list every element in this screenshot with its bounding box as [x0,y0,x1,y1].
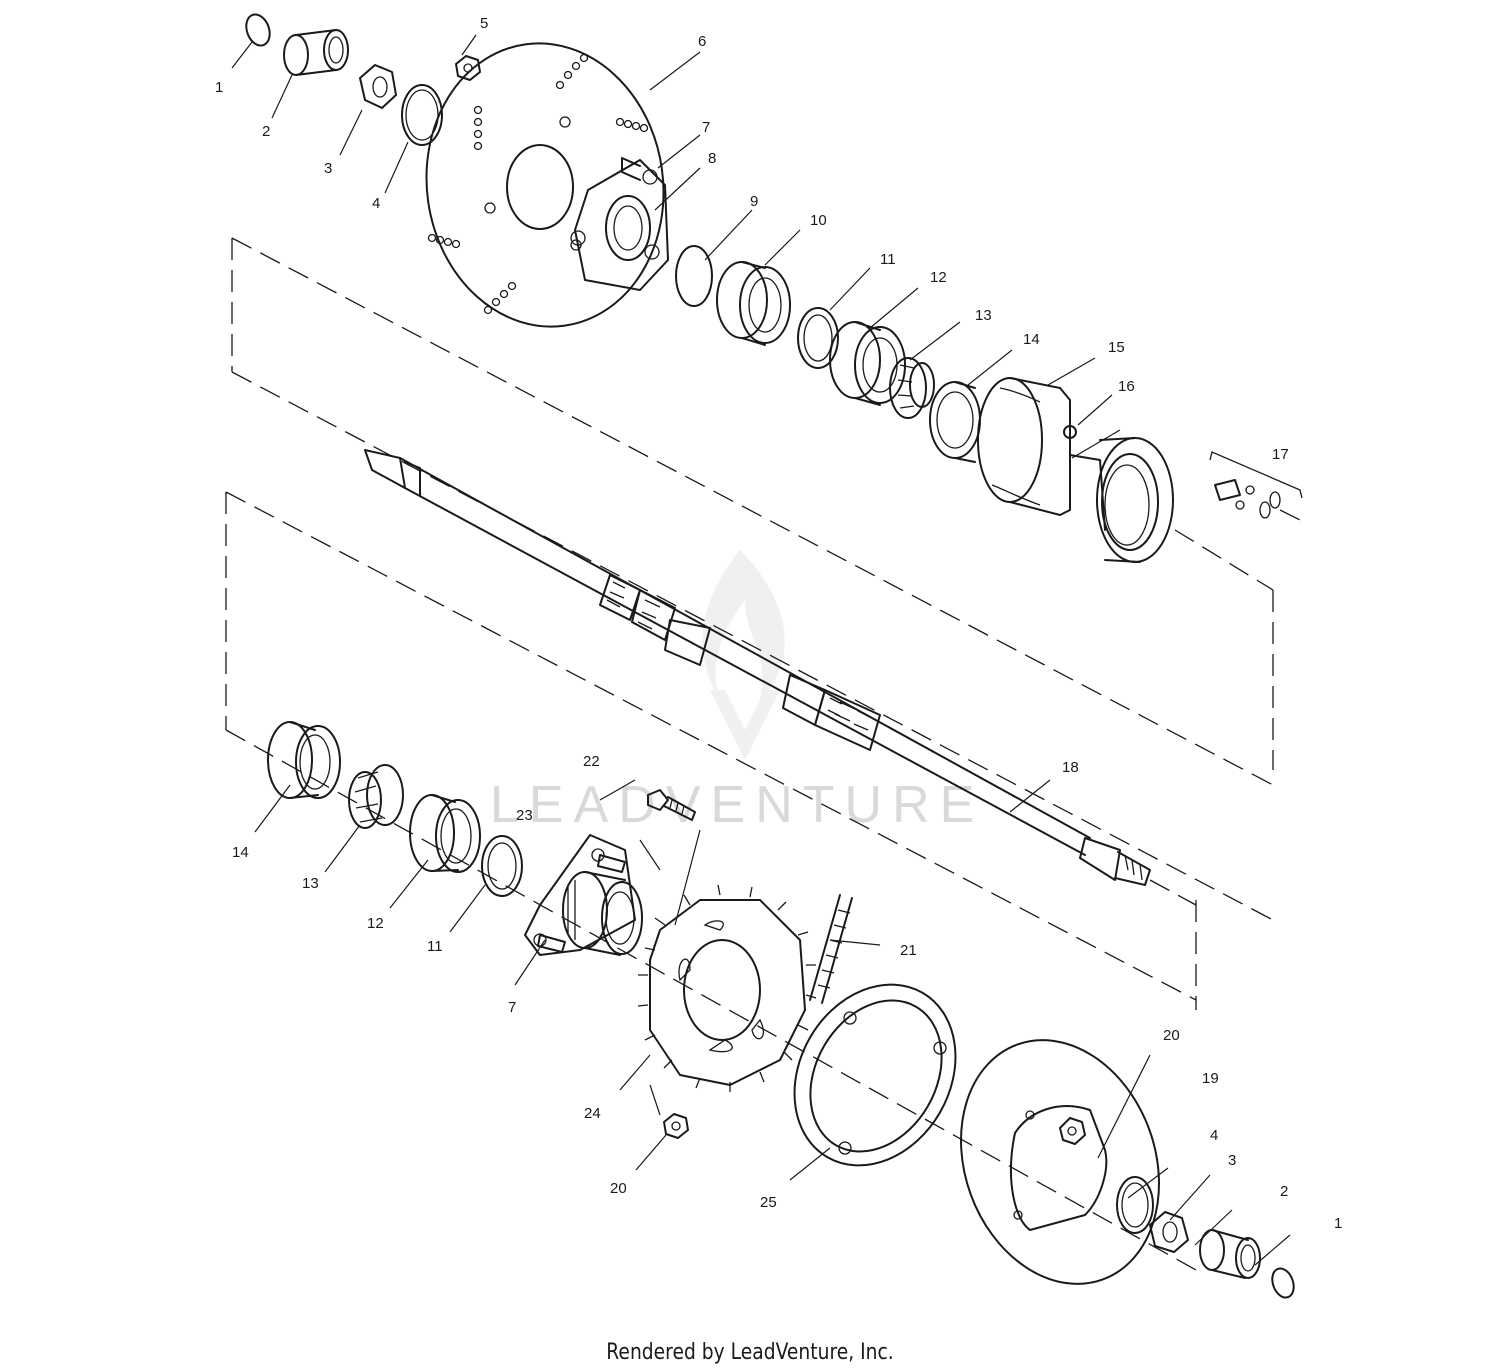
callout-11-bottom: 11 [427,938,443,955]
part-4-washer-bottom [1116,1176,1154,1234]
part-8-hub-top [570,159,669,291]
part-24-sprocket [637,884,817,1092]
callout-16: 16 [1118,378,1135,395]
part-19-brake-disc-bottom [960,1039,1160,1285]
part-16-plug [1063,425,1077,439]
rendered-by-credit: Rendered by LeadVenture, Inc. [606,1340,894,1365]
callout-2-bottom: 2 [1280,1183,1288,1200]
part-10-seal-top [716,261,791,346]
callout-6: 6 [698,33,706,50]
callout-13-top: 13 [975,307,992,324]
callout-7-bottom: 7 [508,999,516,1016]
part-22-bolt [647,789,696,821]
part-12-bearing-cup-bottom [409,794,481,873]
part-14-seal-top [929,381,981,463]
part-11-washer-top [797,307,839,369]
part-4-washer-top [401,84,443,146]
callout-11-top: 11 [880,251,896,268]
callout-21: 21 [900,942,917,959]
part-13-bearing-cone-bottom [348,764,404,829]
part-14-seal-bottom [267,721,341,799]
part-2-bushing-bottom [1199,1229,1261,1279]
part-11-washer-bottom [481,835,523,897]
callout-18: 18 [1062,759,1079,776]
callout-17: 17 [1272,446,1289,463]
watermark-text: LEADVENTURE [490,776,984,834]
alignment-line-upper [231,237,1274,921]
part-7-stud-bottom [537,854,626,953]
callout-9: 9 [750,193,758,210]
part-17-clamp-set [1209,451,1303,521]
part-25-brake-caliper-ring [793,983,957,1167]
callout-25: 25 [760,1194,777,1211]
callout-19: 19 [1202,1070,1219,1087]
callout-14-bottom: 14 [232,844,249,861]
part-23-sprocket-hub [524,834,643,956]
leadventure-flame-logo-icon [702,550,785,760]
callout-leaders [231,34,1291,1266]
callout-23: 23 [516,807,533,824]
callout-1-top: 1 [215,79,223,96]
callout-15: 15 [1108,339,1125,356]
callout-22: 22 [583,753,600,770]
callout-10: 10 [810,212,827,229]
callout-20-lower: 20 [610,1180,627,1197]
callout-1-bottom: 1 [1334,1215,1342,1232]
callout-3-bottom: 3 [1228,1152,1236,1169]
part-20-nut-lower [663,1113,689,1139]
callout-14-top: 14 [1023,331,1040,348]
callout-2-top: 2 [262,123,270,140]
callout-3-top: 3 [324,160,332,177]
part-7-stud-top [621,157,641,181]
part-15-bearing-housing [977,377,1174,563]
part-6-brake-disc-top [425,42,665,328]
callout-5: 5 [480,15,488,32]
part-20-nut-disc [1059,1117,1086,1145]
part-2-bushing-top [283,29,349,76]
part-13-bearing-cone-top [889,357,935,419]
callout-12-top: 12 [930,269,947,286]
callout-7-top: 7 [702,119,710,136]
callout-4-bottom: 4 [1210,1127,1218,1144]
callout-20-disc: 20 [1163,1027,1180,1044]
callout-12-bottom: 12 [367,915,384,932]
part-3-nut-bottom [1149,1211,1189,1253]
part-21-chain [809,894,853,1004]
callout-24: 24 [584,1105,601,1122]
callout-8: 8 [708,150,716,167]
alignment-line-lower [225,491,1197,1271]
part-9-snap-ring-mid [675,245,713,307]
part-5-nut-small [455,55,481,81]
callout-4-top: 4 [372,195,380,212]
part-1-snap-ring-bottom [1271,1267,1295,1299]
part-12-bearing-cup-top [829,321,906,406]
part-18-axle [364,449,1151,886]
part-1-snap-ring-top [245,13,271,47]
callout-13-bottom: 13 [302,875,319,892]
part-3-nut-top [359,64,397,109]
